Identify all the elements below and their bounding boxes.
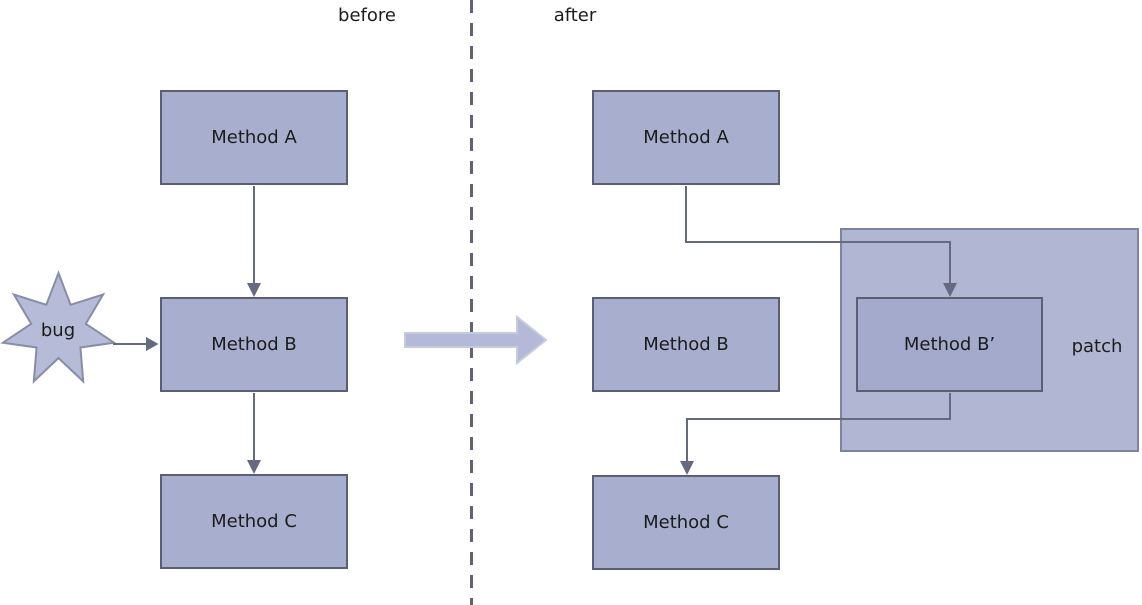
after-method-a-box: Method A	[592, 90, 780, 185]
before-section-label: before	[338, 5, 396, 26]
arrow-after-b-patched-to-c	[680, 393, 951, 475]
after-method-b-patched-box: Method B’	[856, 297, 1043, 392]
before-method-c-label: Method C	[211, 511, 297, 532]
arrow-after-a-to-b-patched	[685, 186, 957, 297]
after-section-label: after	[553, 5, 597, 26]
arrow-before-a-to-b	[247, 186, 261, 297]
after-method-c-label: Method C	[643, 512, 729, 533]
after-method-b-patched-label: Method B’	[903, 334, 996, 355]
after-method-b-label: Method B	[643, 334, 729, 355]
transform-arrow-icon	[404, 314, 548, 366]
arrow-bug-to-method-b	[113, 337, 159, 351]
before-method-b-label: Method B	[211, 334, 297, 355]
bug-star-icon	[0, 270, 117, 384]
before-method-b-box: Method B	[160, 297, 348, 392]
bug-label: bug	[40, 320, 76, 341]
arrow-before-b-to-c	[247, 393, 261, 474]
after-method-a-label: Method A	[643, 127, 729, 148]
after-method-b-box: Method B	[592, 297, 780, 392]
before-method-a-label: Method A	[211, 127, 297, 148]
before-method-c-box: Method C	[160, 474, 348, 569]
patch-label: patch	[1071, 336, 1123, 357]
before-method-a-box: Method A	[160, 90, 348, 185]
after-method-c-box: Method C	[592, 475, 780, 570]
